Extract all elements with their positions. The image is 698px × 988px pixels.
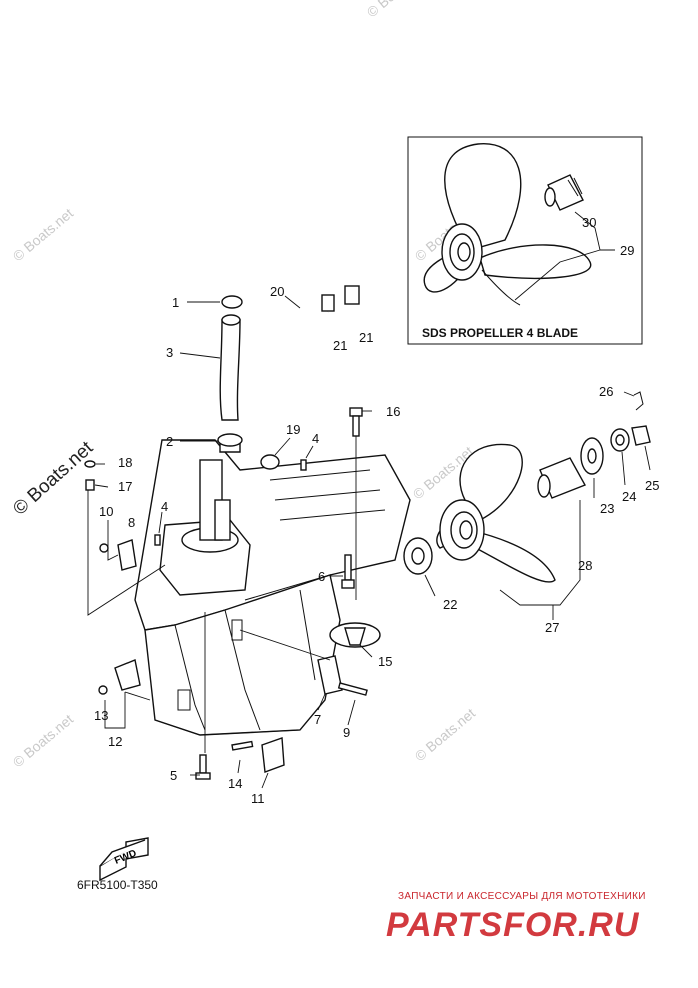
bolt-6	[341, 554, 355, 589]
diagram-code: 6FR5100-T350	[77, 878, 158, 892]
fitting-17	[85, 479, 95, 491]
bolt-10	[99, 543, 109, 553]
brand-tagline: ЗАПЧАСТИ И АКСЕССУАРЫ ДЛЯ МОТОТЕХНИКИ	[398, 891, 646, 902]
svg-text:© Boats.net: © Boats.net	[10, 205, 77, 264]
callout-17: 17	[118, 479, 132, 494]
anode-12	[114, 659, 141, 691]
callout-29: 29	[620, 243, 634, 258]
bolt-9	[337, 682, 368, 696]
bolt-14	[231, 740, 254, 751]
bolt-13	[98, 685, 108, 695]
leader-lines	[87, 211, 651, 789]
grommet-19	[260, 454, 280, 470]
cotter-pin-26	[633, 391, 644, 411]
callout-21b: 21	[359, 330, 373, 345]
svg-text:© Boats.net: © Boats.net	[10, 711, 77, 770]
callout-15: 15	[378, 654, 392, 669]
callout-30: 30	[582, 215, 596, 230]
callout-10: 10	[99, 504, 113, 519]
tube-20-inner	[267, 311, 329, 456]
callout-12: 12	[108, 734, 122, 749]
callout-2: 2	[166, 434, 173, 449]
anode-8	[117, 539, 137, 571]
trim-tab-15	[329, 622, 381, 648]
callout-25: 25	[645, 478, 659, 493]
pin-4b	[154, 534, 161, 546]
callout-14: 14	[228, 776, 242, 791]
svg-text:© Boats.net: © Boats.net	[364, 0, 431, 20]
thrust-washer-22	[403, 537, 433, 575]
bushing-28	[537, 457, 586, 499]
nut-25	[631, 425, 651, 446]
callout-16: 16	[386, 404, 400, 419]
callout-6: 6	[318, 569, 325, 584]
bolt-16	[349, 407, 363, 437]
callout-8: 8	[128, 515, 135, 530]
inset-frame	[407, 136, 643, 345]
pin-4a	[300, 459, 307, 471]
inset-title: SDS PROPELLER 4 BLADE	[422, 326, 579, 340]
callout-28: 28	[578, 558, 592, 573]
clip-21b	[344, 285, 360, 305]
callout-5: 5	[170, 768, 177, 783]
brand-logo: PARTSFOR.RU	[386, 906, 640, 944]
callout-23: 23	[600, 501, 614, 516]
callout-24: 24	[622, 489, 636, 504]
callout-4: 4	[312, 431, 319, 446]
callout-19: 19	[286, 422, 300, 437]
callout-21a: 21	[333, 338, 347, 353]
svg-text:© Boats.net: © Boats.net	[9, 437, 98, 520]
fwd-arrow: FWD	[99, 837, 149, 882]
o-ring-18	[84, 460, 96, 468]
callout-1: 1	[172, 295, 179, 310]
svg-text:© Boats.net: © Boats.net	[412, 705, 479, 764]
propeller-drawing	[436, 443, 556, 583]
callout-labels: 1 3 2 4 4 5 6 7 8 9 10 11 12 13 14 15 16…	[94, 215, 659, 806]
cover-11	[261, 737, 285, 773]
callout-20: 20	[270, 284, 284, 299]
bolt-5	[195, 754, 211, 780]
callout-11: 11	[251, 791, 265, 806]
callout-13: 13	[94, 708, 108, 723]
callout-3: 3	[166, 345, 173, 360]
washer-23	[580, 437, 604, 475]
anode-7	[317, 655, 343, 695]
callout-22: 22	[443, 597, 457, 612]
clip-21a	[321, 294, 335, 312]
callout-27: 27	[545, 620, 559, 635]
callout-7: 7	[314, 712, 321, 727]
callout-9: 9	[343, 725, 350, 740]
water-tube-drawing	[217, 295, 243, 453]
inset-propeller-drawing	[423, 143, 592, 306]
callout-18: 18	[118, 455, 132, 470]
lower-case-drawing	[134, 439, 411, 736]
callout-4b: 4	[161, 499, 168, 514]
nut-24	[610, 428, 630, 452]
callout-26: 26	[599, 384, 613, 399]
